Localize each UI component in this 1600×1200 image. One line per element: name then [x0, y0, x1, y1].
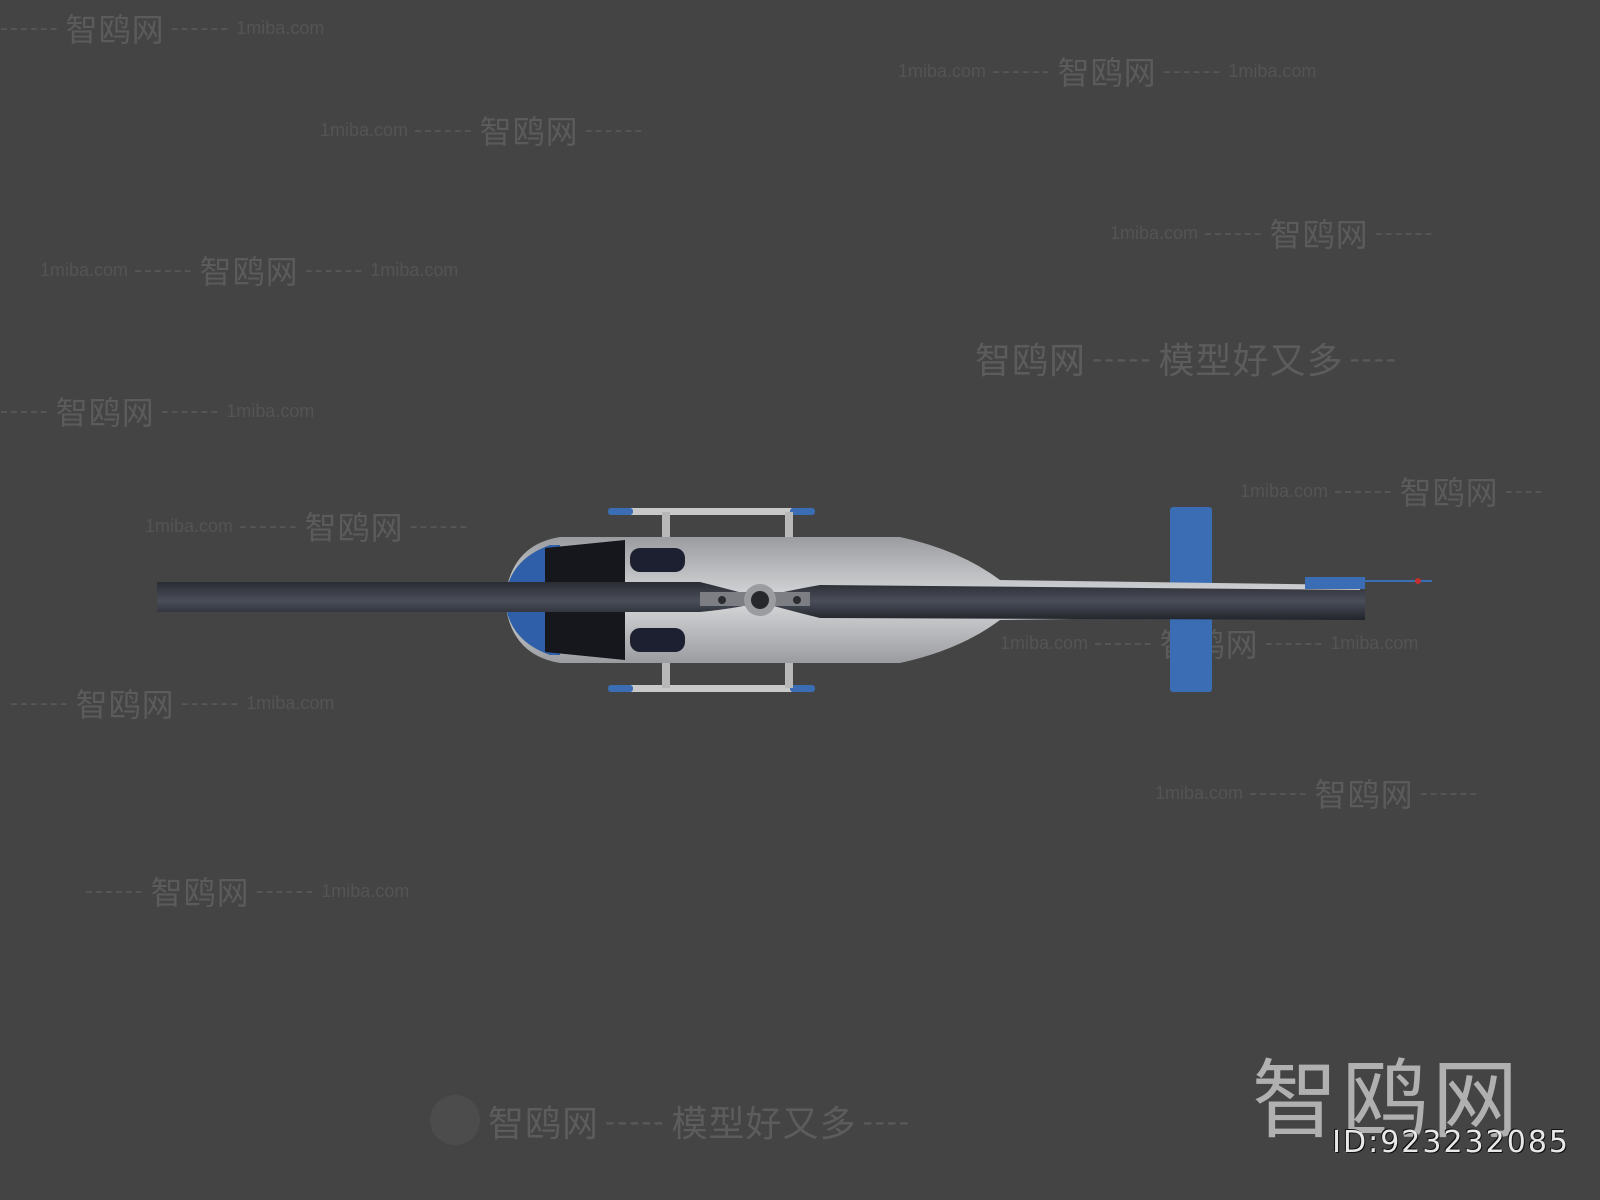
watermark-slogan: 智鸥网 ----- 模型好又多 ----	[488, 1104, 911, 1145]
watermark: 1miba.com ------ 智鸥网 ----	[1240, 474, 1545, 512]
watermark-slogan: 智鸥网 ----- 模型好又多 ----	[975, 341, 1398, 382]
rotor-hub	[751, 591, 769, 609]
landing-skids	[608, 508, 815, 692]
model-id-label: ID:923232085	[1332, 1125, 1570, 1160]
watermark: ------ 智鸥网 ------ 1miba.com	[0, 11, 325, 49]
watermark: ----- 智鸥网 ------ 1miba.com	[0, 394, 315, 432]
seagull-logo-icon	[430, 1095, 480, 1145]
watermark: ------ 智鸥网 ------ 1miba.com	[85, 874, 410, 912]
watermark: 1miba.com ------ 智鸥网 ------ 1miba.com	[898, 54, 1317, 92]
watermark: 1miba.com ------ 智鸥网 ------	[1110, 216, 1435, 254]
brand-logo: 智鸥网	[1252, 1051, 1522, 1151]
watermark: 1miba.com ------ 智鸥网 ------	[1155, 776, 1480, 814]
watermark: ------ 智鸥网 ------ 1miba.com	[10, 686, 335, 724]
watermark: 1miba.com ------ 智鸥网 ------	[145, 509, 470, 547]
watermark: 1miba.com ------ 智鸥网 ------	[320, 113, 645, 151]
watermark: 1miba.com ------ 智鸥网 ------ 1miba.com	[40, 253, 459, 291]
